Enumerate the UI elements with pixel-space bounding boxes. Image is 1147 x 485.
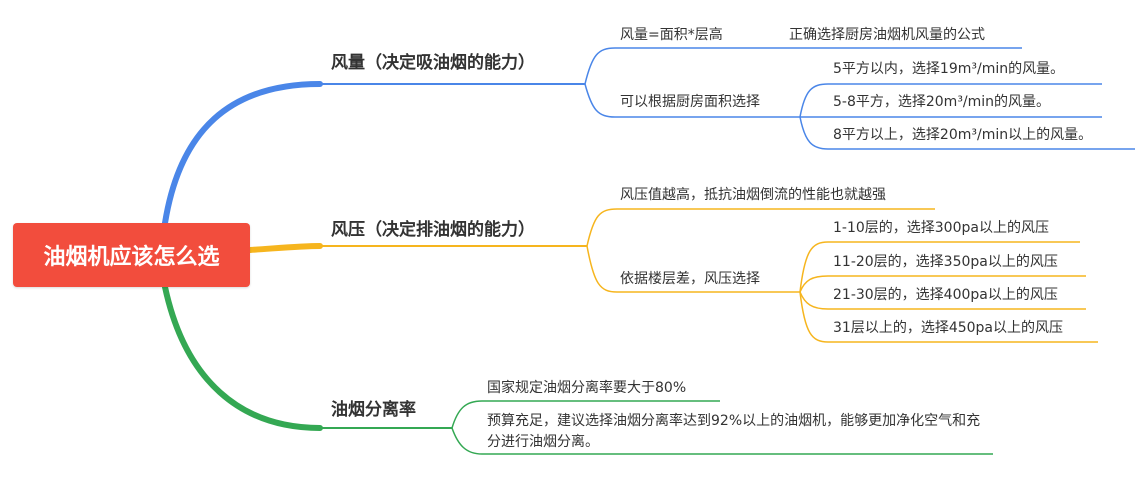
node-airflow-formula[interactable]: 风量=面积*层高: [620, 27, 723, 43]
connector-area-3: [799, 116, 1135, 150]
branch-airflow[interactable]: 风量（决定吸油烟的能力）: [331, 53, 535, 73]
node-floor-option-2[interactable]: 11-20层的，选择350pa以上的风压: [833, 254, 1058, 270]
connector-airflow-formula: [584, 47, 1022, 85]
root-label: 油烟机应该怎么选: [43, 245, 220, 270]
node-airflow-formula-note[interactable]: 正确选择厨房油烟机风量的公式: [789, 27, 985, 43]
connector-pressure-2: [586, 245, 800, 293]
connector-airflow-area: [584, 83, 800, 118]
node-floor-option-3[interactable]: 21-30层的，选择400pa以上的风压: [833, 287, 1058, 303]
connector-separation-2: [451, 427, 993, 455]
branch-separation[interactable]: 油烟分离率: [331, 400, 416, 420]
node-separation-budget[interactable]: 预算充足，建议选择油烟分离率达到92%以上的油烟机，能够更加净化空气和充分进行油…: [487, 413, 981, 450]
node-area-option-1[interactable]: 5平方以内，选择19m³/min的风量。: [833, 61, 1065, 77]
connector-area-1: [799, 83, 1102, 118]
connector-root-airflow: [162, 81, 323, 226]
node-area-option-3[interactable]: 8平方以上，选择20m³/min以上的风量。: [833, 127, 1093, 143]
connector-pressure-1: [586, 208, 935, 247]
node-floor-option-1[interactable]: 1-10层的，选择300pa以上的风压: [833, 220, 1049, 236]
connector-floor-2: [799, 275, 1086, 293]
branch-pressure[interactable]: 风压（决定排油烟的能力）: [331, 220, 535, 240]
node-pressure-floor[interactable]: 依据楼层差，风压选择: [620, 271, 760, 287]
node-separation-standard[interactable]: 国家规定油烟分离率要大于80%: [487, 380, 687, 396]
connector-separation-1: [451, 400, 720, 429]
node-pressure-strength[interactable]: 风压值越高，抵抗油烟倒流的性能也就越强: [620, 187, 886, 203]
connector-floor-1: [799, 241, 1080, 293]
connector-floor-3: [799, 291, 1086, 310]
connector-root-pressure: [247, 243, 323, 253]
connector-root-separation: [162, 284, 323, 431]
root-node[interactable]: 油烟机应该怎么选: [13, 223, 250, 287]
node-airflow-area[interactable]: 可以根据厨房面积选择: [620, 94, 760, 110]
node-floor-option-4[interactable]: 31层以上的，选择450pa以上的风压: [833, 320, 1064, 336]
connector-floor-4: [799, 291, 1098, 343]
node-area-option-2[interactable]: 5-8平方，选择20m³/min的风量。: [833, 94, 1051, 110]
